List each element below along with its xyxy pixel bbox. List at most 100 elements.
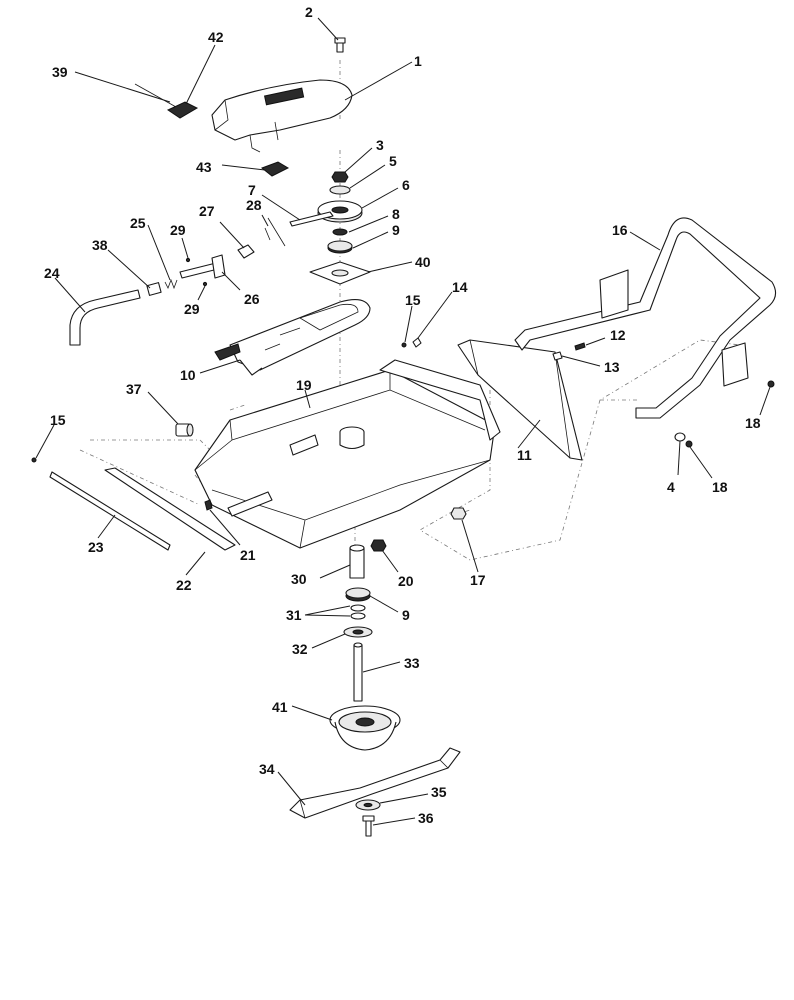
callout-10: 10 — [180, 367, 196, 383]
leader-29-lower — [197, 285, 206, 301]
mower-deck-19 — [194, 359, 501, 549]
callout-7: 7 — [248, 182, 256, 198]
bolt-12 — [574, 342, 586, 351]
callout-41: 41 — [272, 699, 288, 715]
callout-2: 2 — [305, 4, 313, 20]
callout-16: 16 — [612, 222, 628, 238]
leader-3 — [344, 147, 373, 173]
leader-34 — [277, 771, 306, 806]
leader-24 — [54, 277, 86, 313]
leader-13 — [561, 355, 601, 367]
nut-3 — [331, 171, 349, 183]
bracket-10 — [214, 299, 371, 376]
leader-12 — [585, 337, 606, 346]
callout-1: 1 — [414, 53, 422, 69]
leader-15-left — [35, 424, 55, 459]
washer-4 — [674, 432, 686, 442]
leader-10 — [199, 359, 241, 374]
bolt-21 — [204, 499, 213, 511]
callout-32: 32 — [292, 641, 308, 657]
leader-39 — [74, 71, 171, 103]
callout-18-right: 18 — [745, 415, 761, 431]
leader-9-upper — [352, 231, 389, 249]
leader-2 — [317, 17, 339, 41]
callout-25: 25 — [130, 215, 146, 231]
belt-cover — [211, 79, 353, 153]
callout-40: 40 — [415, 254, 431, 270]
pin-15-left — [31, 457, 37, 463]
spindle-shaft-33 — [353, 642, 363, 702]
callout-37: 37 — [126, 381, 142, 397]
callout-35: 35 — [431, 784, 447, 800]
callout-26: 26 — [244, 291, 260, 307]
leader-27 — [219, 221, 245, 249]
leader-4 — [677, 440, 681, 476]
callout-43: 43 — [196, 159, 212, 175]
leader-6 — [361, 187, 399, 209]
nut-18-lower — [685, 440, 693, 448]
clip-14 — [412, 337, 422, 348]
rod-23 — [49, 471, 171, 551]
bumper-bar-16 — [514, 217, 777, 419]
callout-9-upper: 9 — [392, 222, 400, 238]
callout-15-left: 15 — [50, 412, 66, 428]
leader-28 — [261, 214, 269, 227]
callout-36: 36 — [418, 810, 434, 826]
latch-43 — [261, 161, 290, 177]
bearing-9-lower — [345, 587, 371, 602]
callout-21: 21 — [240, 547, 256, 563]
callout-13: 13 — [604, 359, 620, 375]
pin-29-lower — [202, 281, 208, 287]
leader-16 — [629, 231, 661, 251]
callout-8: 8 — [392, 206, 400, 222]
callout-20: 20 — [398, 573, 414, 589]
callout-42: 42 — [208, 29, 224, 45]
leader-31 — [304, 605, 351, 617]
leader-19 — [304, 389, 311, 409]
leader-20 — [381, 549, 399, 573]
leader-17 — [461, 519, 479, 573]
shims-31 — [350, 604, 366, 620]
callout-9-lower: 9 — [402, 607, 410, 623]
callout-labels: 1 2 3 4 5 6 7 8 9 9 10 11 12 13 14 15 15… — [44, 4, 761, 826]
callout-22: 22 — [176, 577, 192, 593]
leader-38 — [107, 249, 151, 289]
bushing-37 — [175, 423, 194, 437]
callout-14: 14 — [452, 279, 468, 295]
leader-33 — [362, 661, 401, 673]
spacer-30 — [349, 544, 365, 579]
leader-42 — [185, 44, 216, 105]
leader-36 — [372, 817, 416, 826]
leader-29-upper — [181, 237, 189, 259]
callout-17: 17 — [470, 572, 486, 588]
callout-15-right: 15 — [405, 292, 421, 308]
leader-22 — [185, 551, 206, 576]
washer-32 — [343, 626, 373, 638]
callout-27: 27 — [199, 203, 215, 219]
leader-30 — [319, 564, 351, 579]
washer-5 — [329, 185, 351, 195]
plate-40 — [309, 261, 371, 285]
bearing-9-upper — [327, 240, 353, 254]
grip-38 — [146, 282, 162, 296]
leader-18-right — [759, 386, 771, 416]
leader-5 — [349, 164, 386, 189]
leader-9-lower — [369, 595, 399, 613]
blade-34 — [289, 747, 461, 819]
nut-18-right — [767, 380, 775, 388]
callout-28: 28 — [246, 197, 262, 213]
callout-18-lower: 18 — [712, 479, 728, 495]
callout-3: 3 — [376, 137, 384, 153]
spindle-housing-41 — [329, 705, 401, 751]
leader-18-lower — [689, 446, 713, 479]
callout-39: 39 — [52, 64, 68, 80]
callout-19: 19 — [296, 377, 312, 393]
discharge-chute-11 — [457, 339, 583, 461]
spacer-8 — [332, 228, 348, 236]
callout-29-lower: 29 — [184, 301, 200, 317]
handle-24 — [69, 289, 141, 346]
spring-clip-13 — [552, 351, 563, 361]
spring-25 — [164, 278, 178, 290]
screw-2 — [334, 37, 346, 53]
leader-25 — [147, 224, 171, 281]
